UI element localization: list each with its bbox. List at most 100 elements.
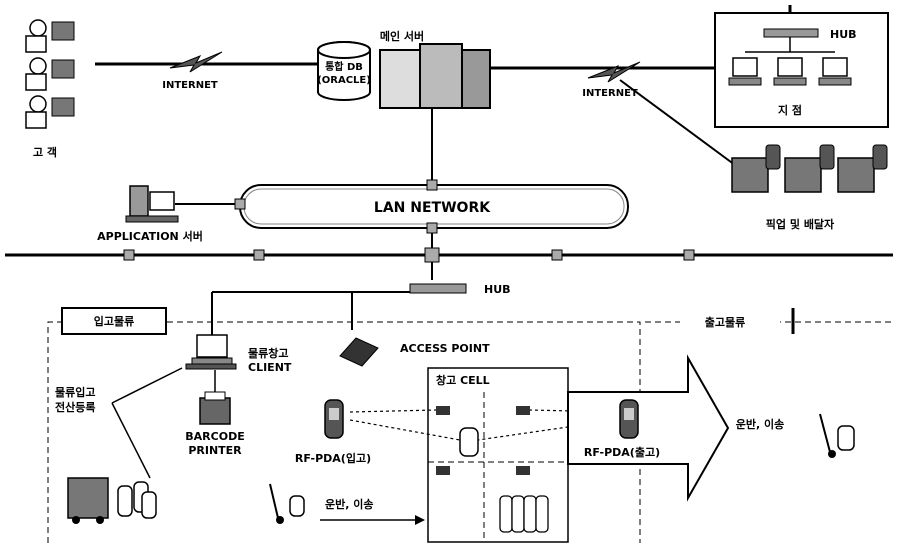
stack-drum-3 (524, 496, 536, 532)
outbound-arrow: RF-PDA(출고) (568, 358, 728, 498)
node-backbone-hub (425, 248, 439, 262)
hand-truck-left-wheel (276, 516, 284, 524)
cell-tag-bottom-left (436, 466, 450, 475)
branch-pc-3-monitor (823, 58, 847, 76)
server-rack-2 (420, 44, 462, 108)
inbound-tab: 입고물류 (62, 308, 166, 334)
printer-paper (205, 392, 225, 400)
branch-pc-1-monitor (733, 58, 757, 76)
main-hub-label: HUB (484, 283, 511, 296)
transport-left: 운반, 이송 (270, 484, 425, 525)
outbound-tab: 출고물류 (680, 308, 793, 334)
internet-bolt-right-icon (588, 62, 640, 82)
rf-pda-out-screen (624, 408, 634, 420)
lan-network-label: LAN NETWORK (374, 200, 491, 216)
barcode-line2: PRINTER (188, 444, 242, 457)
transport-left-arrowhead (415, 515, 425, 525)
incoming-truck-wheel-2 (96, 516, 104, 524)
branch-office: HUB 지 점 (715, 13, 888, 127)
customer-body-2 (26, 74, 46, 90)
client-keyboard (186, 364, 236, 369)
transport-left-label: 운반, 이송 (325, 497, 374, 511)
main-hub-icon (410, 284, 466, 293)
delivery-truck-3 (838, 158, 874, 192)
node-backbone-3 (552, 250, 562, 260)
outbound-label: 출고물류 (705, 315, 745, 329)
inbound-label: 입고물류 (94, 315, 134, 328)
incoming-goods (68, 478, 156, 524)
registration-arrow-1 (112, 368, 182, 403)
cell-tag-top-right (516, 406, 530, 415)
cell-drum-stack (500, 496, 548, 532)
delivery-truck-2 (785, 158, 821, 192)
printer-body (200, 398, 230, 424)
stack-drum-1 (500, 496, 512, 532)
node-lan-bottom (427, 223, 437, 233)
hand-truck-right-wheel (828, 450, 836, 458)
database-cylinder-top (318, 42, 370, 58)
branch-computers (729, 58, 851, 85)
customer-monitor-1 (52, 22, 74, 40)
hand-truck-left-drum (290, 496, 304, 516)
rf-pda-in-screen (329, 408, 339, 420)
registration-line1: 물류입고 (55, 386, 95, 399)
db-line1: 통합 DB (325, 60, 363, 73)
app-server-label: APPLICATION 서버 (97, 229, 203, 243)
registration-arrow-2 (112, 403, 150, 478)
customer-icon (26, 20, 74, 128)
branch-label: 지 점 (778, 103, 802, 117)
customer-body-3 (26, 112, 46, 128)
warehouse-client: 물류창고 CLIENT (186, 335, 292, 395)
internet-right-label: INTERNET (582, 88, 638, 99)
internet-bolt-left-icon (170, 52, 222, 72)
access-point-label: ACCESS POINT (400, 342, 490, 355)
branch-hub-label: HUB (830, 28, 857, 41)
node-backbone-1 (124, 250, 134, 260)
client-base (192, 358, 232, 364)
server-rack-1 (380, 50, 420, 108)
server-rack-3 (462, 50, 490, 108)
customer-monitor-3 (52, 98, 74, 116)
app-server-desk (126, 216, 178, 222)
lan-network: LAN NETWORK (240, 185, 628, 228)
db-line2: (ORACLE) (317, 75, 371, 86)
app-server-monitor (150, 192, 174, 210)
branch-pc-1-base (729, 78, 761, 85)
main-server: 통합 DB (ORACLE) 메인 서버 (317, 29, 490, 108)
rf-pda-in: RF-PDA(입고) (295, 400, 371, 465)
branch-pc-2-base (774, 78, 806, 85)
node-backbone-2 (254, 250, 264, 260)
main-server-label: 메인 서버 (380, 29, 424, 43)
barcode-line1: BARCODE (185, 430, 244, 443)
client-line2: CLIENT (248, 361, 292, 374)
customers-group: 고 객 (26, 20, 74, 159)
hand-truck-left-handle (270, 484, 278, 518)
signal-in-2 (350, 420, 460, 440)
delivery-truck-1 (732, 158, 768, 192)
goods-drum-1 (118, 486, 132, 516)
customer-monitor-2 (52, 60, 74, 78)
node-backbone-4 (684, 250, 694, 260)
customer-body-1 (26, 36, 46, 52)
delivery-pda-2 (820, 145, 834, 169)
outbound-arrow-shape (568, 358, 728, 498)
pickup-delivery-label: 픽업 및 배달자 (766, 217, 835, 231)
branch-pc-2-monitor (778, 58, 802, 76)
customers-label: 고 객 (33, 145, 57, 159)
cell-tag-bottom-right (516, 466, 530, 475)
stack-drum-2 (512, 496, 524, 532)
node-lan-left (235, 199, 245, 209)
transport-right-label: 운반, 이송 (736, 417, 785, 431)
access-point: ACCESS POINT (340, 338, 490, 366)
main-hub: HUB (410, 283, 511, 296)
incoming-truck-wheel-1 (72, 516, 80, 524)
node-lan-top (427, 180, 437, 190)
incoming-truck (68, 478, 108, 518)
cell-tag-top-left (436, 406, 450, 415)
goods-drum-3 (142, 492, 156, 518)
client-line1: 물류창고 (248, 346, 288, 360)
customer-head-2 (30, 58, 46, 74)
delivery-devices: 픽업 및 배달자 (732, 145, 887, 231)
access-point-icon (340, 338, 378, 366)
